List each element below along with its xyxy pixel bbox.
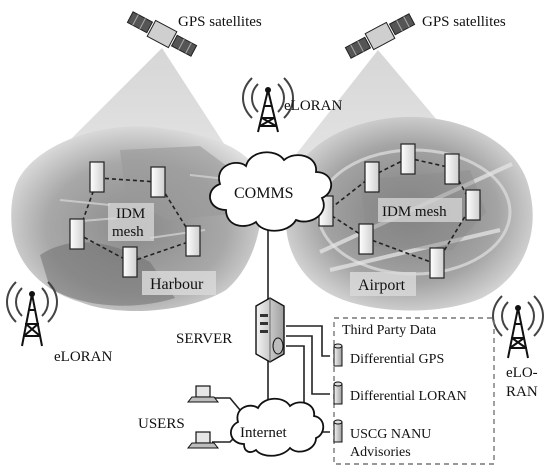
mesh-node	[69, 218, 85, 250]
mesh-node	[364, 161, 380, 193]
mesh-node	[465, 189, 481, 221]
server-icon	[255, 297, 285, 363]
user-laptop-icon	[186, 385, 220, 403]
eloran-tower-top-icon	[242, 77, 294, 133]
mesh-left-label-bg	[108, 203, 154, 241]
gps-satellite-right-icon	[344, 13, 416, 59]
third-party-item: USCG NANU	[350, 427, 431, 442]
data-feed-server-icon	[333, 381, 343, 405]
third-party-item: Differential GPS	[350, 352, 444, 367]
mesh-node	[400, 143, 416, 175]
comms-cloud	[209, 151, 332, 232]
eloran-right-label-line1: eLO-	[506, 365, 538, 381]
mesh-node	[122, 246, 138, 278]
third-party-title: Third Party Data	[342, 323, 437, 338]
gps-satellite-left-icon	[126, 11, 198, 57]
server-label: SERVER	[176, 331, 232, 347]
data-feed-server-icon	[333, 419, 343, 443]
mesh-node	[185, 225, 201, 257]
eloran-tower-left-icon	[6, 281, 58, 347]
idm-mesh-right-label: IDM mesh	[382, 204, 447, 220]
eloran-right-label-line2: RAN	[506, 384, 538, 400]
idm-mesh-left-label: IDM	[116, 206, 145, 222]
third-party-item-line2: Advisories	[350, 445, 411, 460]
mesh-node	[444, 153, 460, 185]
eloran-top-label: eLORAN	[284, 98, 342, 114]
data-feed-server-icon	[333, 343, 343, 367]
third-party-item: Differential LORAN	[350, 389, 467, 404]
mesh-node	[429, 247, 445, 279]
user-laptop-icon	[186, 431, 220, 449]
eloran-tower-right-icon	[492, 295, 544, 359]
idm-mesh-left-label-line2: mesh	[112, 224, 144, 240]
gps-satellites-left-label: GPS satellites	[178, 14, 262, 30]
mesh-node	[358, 223, 374, 255]
network-links	[212, 228, 330, 443]
internet-label: Internet	[240, 425, 287, 441]
eloran-left-label: eLORAN	[54, 349, 112, 365]
airport-label: Airport	[358, 277, 406, 294]
airport-label-bg	[350, 272, 416, 296]
harbour-label: Harbour	[150, 276, 204, 293]
comms-label: COMMS	[234, 185, 294, 202]
users-label: USERS	[138, 416, 185, 432]
mesh-node	[150, 166, 166, 198]
internet-cloud	[230, 397, 325, 457]
mesh-right-label-bg	[378, 198, 462, 222]
harbour-label-bg	[142, 271, 216, 295]
idm-mesh-nodes	[69, 143, 481, 279]
gps-satellites-right-label: GPS satellites	[422, 14, 506, 30]
mesh-node	[89, 161, 105, 193]
